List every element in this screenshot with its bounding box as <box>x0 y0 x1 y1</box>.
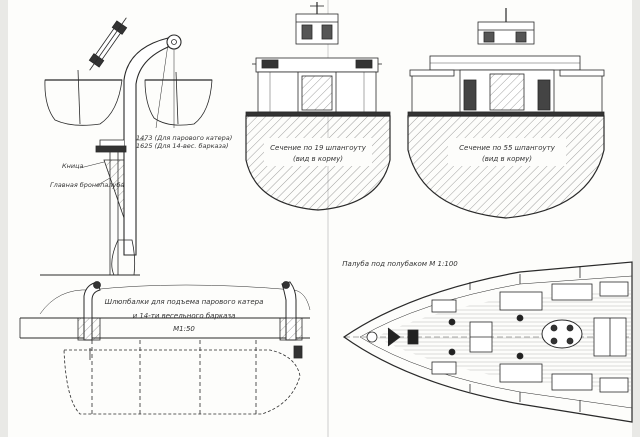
section-19-subtitle: (вид в корму) <box>293 155 343 163</box>
davits-boat-elevation <box>19 281 311 415</box>
deck-plan-title: Палуба под полубаком М 1:100 <box>342 260 458 268</box>
section-55-title: Сечение по 55 шпангоуту <box>459 144 556 152</box>
deck-skylight <box>541 319 583 349</box>
davits-caption-scale: М1:50 <box>173 325 195 333</box>
label-main-deck: Главная бронепалуба <box>50 181 124 189</box>
davit-side-elevation <box>40 17 213 276</box>
deck-plan-under-forecastle <box>342 261 633 423</box>
davits-caption-line1: Шлюпбалки для подъема парового катера <box>105 298 264 306</box>
deck-plate <box>95 145 127 153</box>
section-frame-19 <box>245 2 391 211</box>
hull-section-55 <box>407 115 605 219</box>
davit-dim-line1: 1473 (Для парового катера) <box>136 134 232 142</box>
section-55-subtitle: (вид в корму) <box>482 155 532 163</box>
label-knee: Кница <box>62 162 84 170</box>
davit-dim-line2: 1625 (Для 14-вес. барказа) <box>136 142 229 150</box>
knee-bracket <box>103 159 125 219</box>
boat-hull-left <box>44 79 123 126</box>
winch-crank <box>88 17 128 71</box>
davit-sheave <box>166 34 182 50</box>
davits-caption-line2: и 14-ти весельного барказа <box>133 312 236 320</box>
section-frame-55 <box>407 8 605 219</box>
page-margin-right <box>632 0 640 437</box>
davit-base <box>111 239 136 276</box>
page-margin-left <box>0 0 8 437</box>
boat-hull-right <box>144 79 213 126</box>
steam-launch-hull <box>63 349 301 415</box>
section-19-title: Сечение по 19 шпангоуту <box>270 144 367 152</box>
